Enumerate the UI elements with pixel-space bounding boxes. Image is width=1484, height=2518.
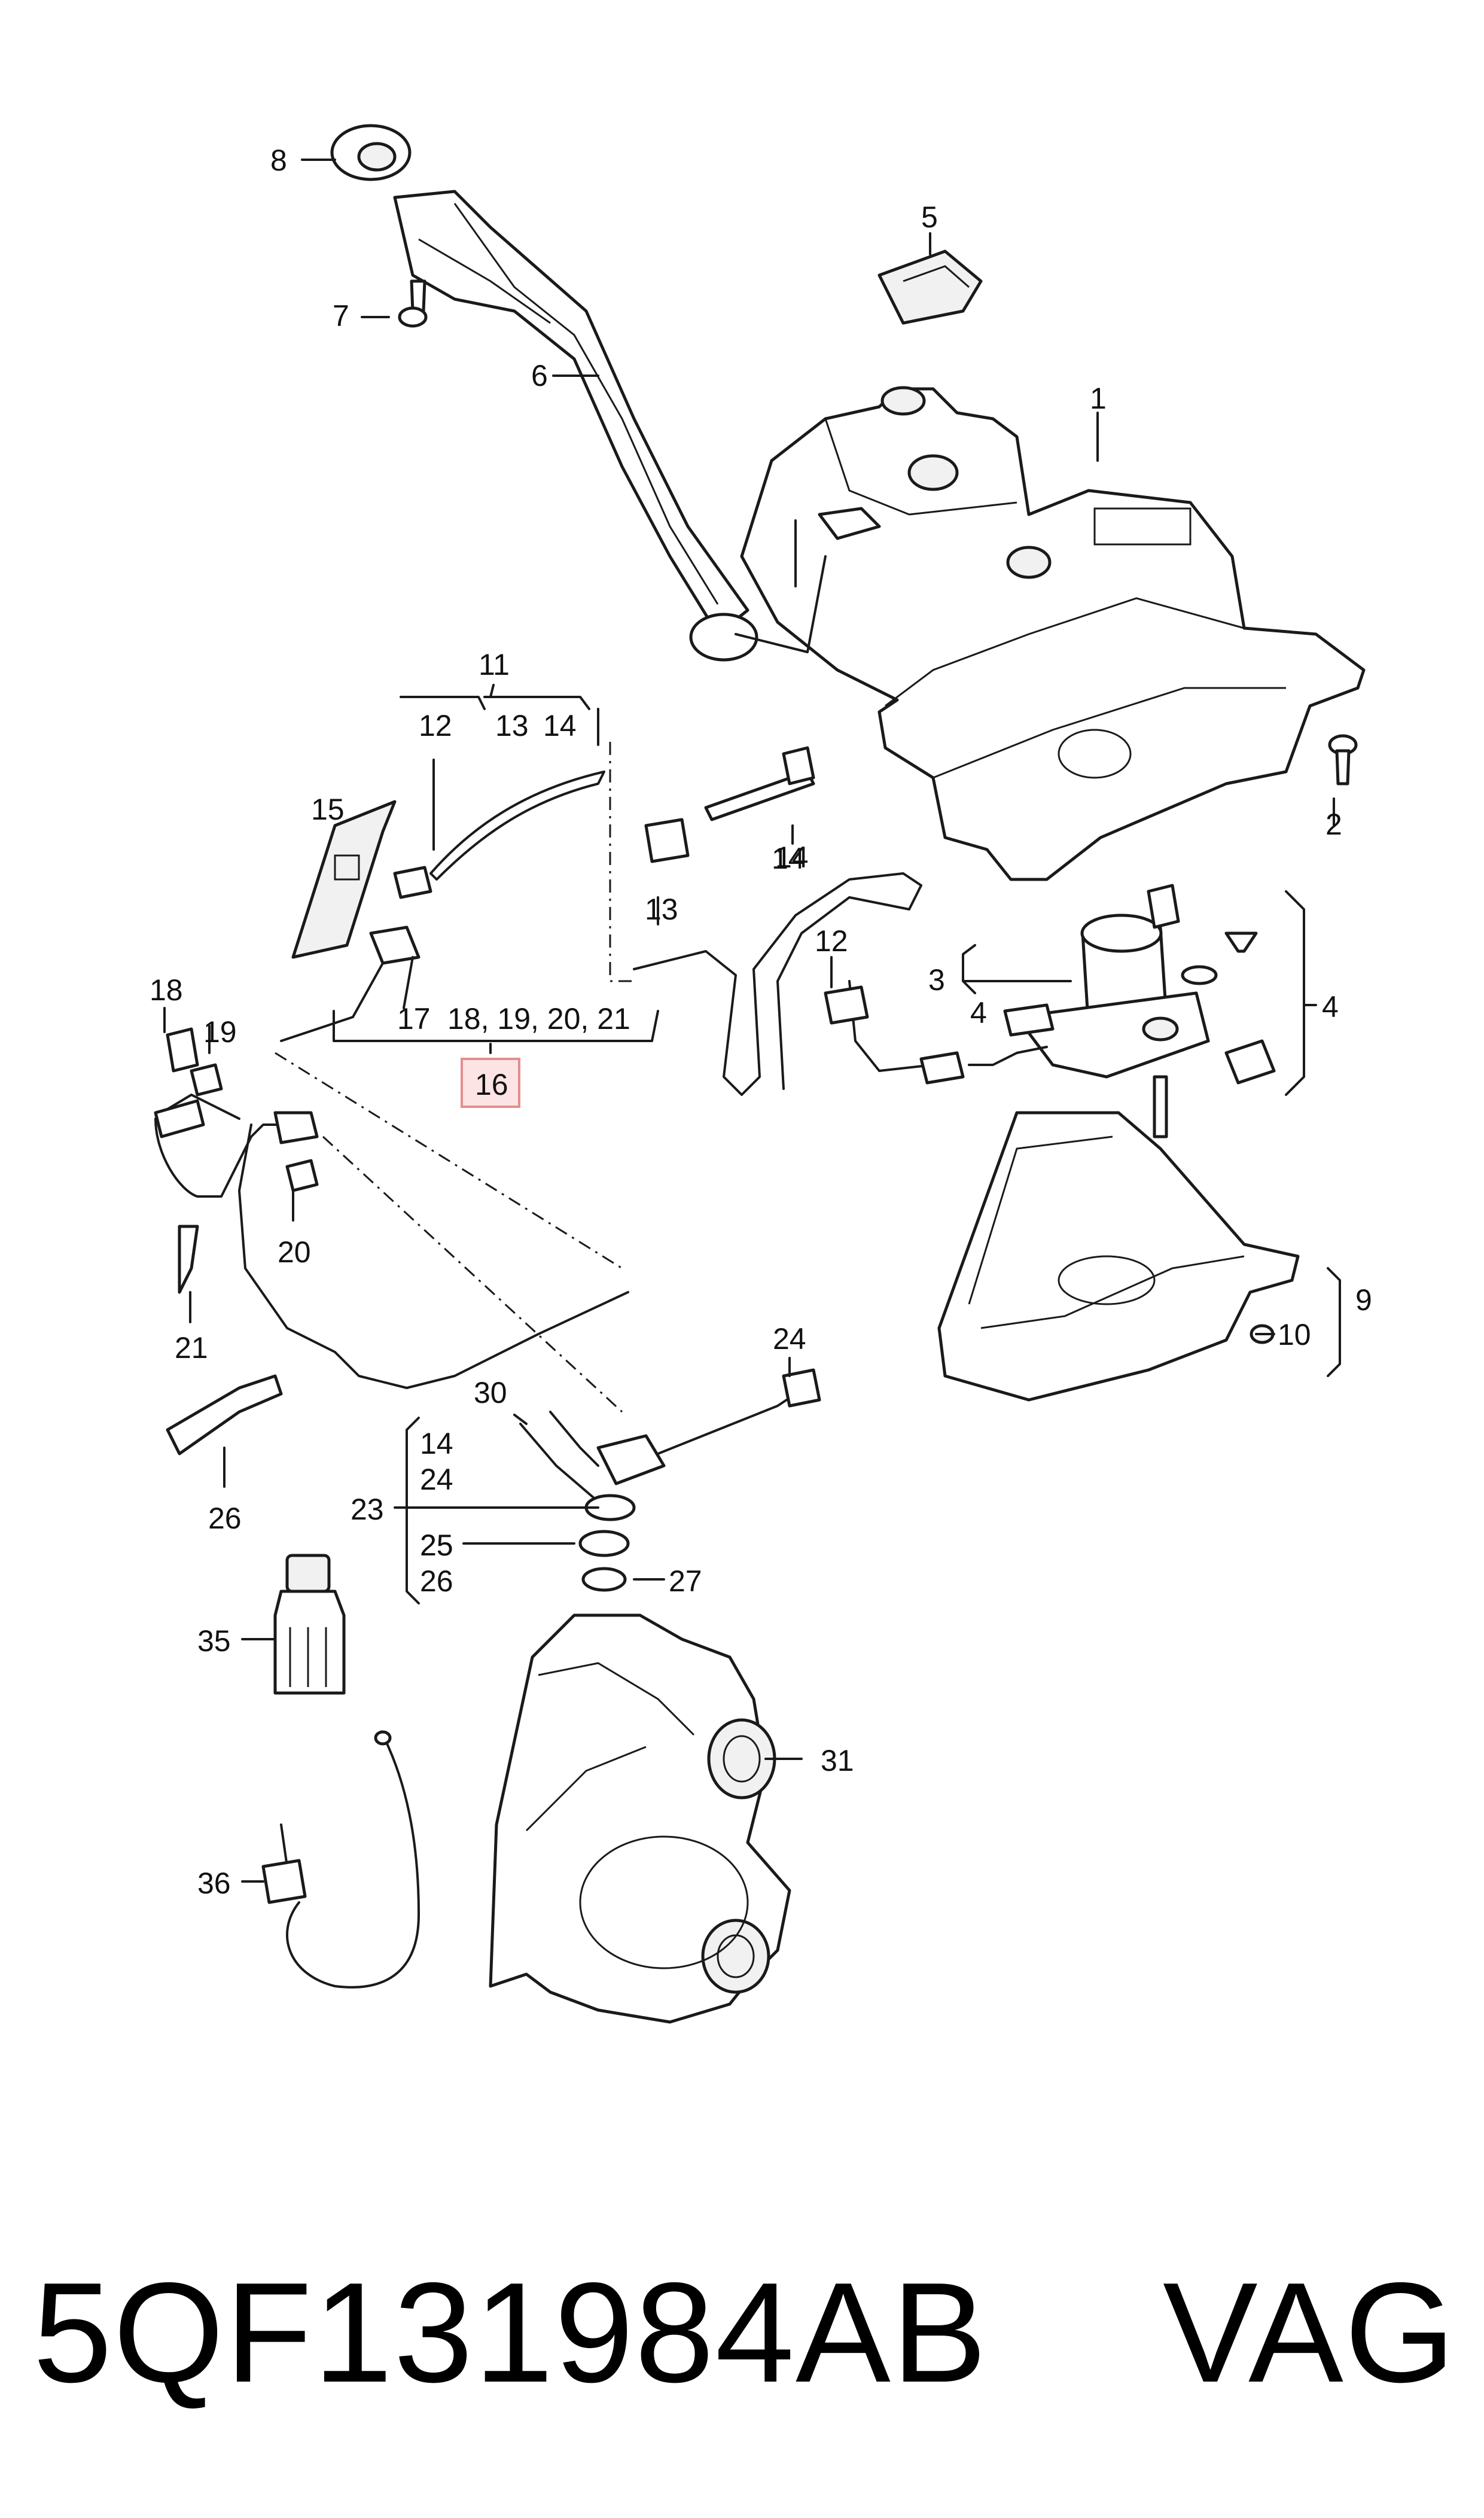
callout-15: 15 [311,793,345,826]
brand-name: VAG [1163,2254,1456,2412]
callout-10: 10 [1278,1318,1311,1351]
callout-4a: 4 [970,996,987,1030]
bolt-2 [1328,734,1358,785]
callout-26b: 26 [420,1564,453,1598]
callout-25a: 25 [420,1529,453,1562]
callout-13a: 13 [495,709,529,742]
callout-30: 30 [474,1376,507,1409]
highlight-box-16 [461,1058,520,1108]
callout-18: 18 [150,973,183,1007]
wire-harness-left [154,1027,629,1456]
callout-7: 7 [333,299,349,333]
callout-6: 6 [531,359,548,392]
callout-35: 35 [197,1624,231,1658]
callout-31: 31 [821,1744,854,1777]
callout-13b: 13 [645,893,678,926]
callout-20: 20 [278,1235,311,1269]
callout-25b: 25 [420,1529,453,1562]
callout-8: 8 [270,144,287,177]
callout-23: 23 [351,1493,384,1526]
callout-4b: 4 [1322,990,1339,1024]
probe-cable [261,1730,420,1989]
screw-7 [398,279,428,328]
part-number: 5QF131984AB [33,2254,988,2412]
callout-17: 17 [397,1002,431,1036]
callout-14b: 14 [772,842,805,875]
fluid-bottle [273,1554,346,1695]
callout-5: 5 [921,200,938,234]
callouts: 1 2 3 4 4 5 6 7 8 9 10 11 12 12 13 14 13… [150,144,1372,1900]
callout-11: 11 [479,648,510,681]
bracket-15 [291,800,397,959]
callout-12a: 12 [419,709,452,742]
callout-14d: 14 [420,1427,453,1460]
clip-14 [704,746,815,821]
callout-2: 2 [1325,808,1342,841]
callout-36: 36 [197,1867,231,1900]
fuel-tank [740,386,1366,881]
fuel-cap [330,124,412,181]
callout-24a: 24 [773,1322,806,1356]
callout-14a: 14 [543,709,577,742]
part-number-footer: 5QF131984AB VAG [33,2255,1456,2411]
underbody-guard [937,1111,1300,1402]
bracket-5 [877,249,983,325]
callout-26a: 26 [208,1502,242,1535]
callout-21: 21 [175,1331,208,1365]
filler-neck [351,127,758,662]
callout-27: 27 [669,1564,702,1598]
callout-9: 9 [1355,1283,1372,1317]
callout-12b: 12 [815,924,848,958]
scr-housing [489,1613,791,2024]
callout-1: 1 [1090,382,1107,415]
cable-harness [280,771,965,1096]
leader-dash-1 [275,742,634,1413]
callout-14c: 14 [775,841,809,874]
callout-16: 16 [475,1068,508,1101]
callout-24b: 24 [420,1463,453,1496]
callout-19: 19 [203,1015,237,1049]
callout-18-21: 18, 19, 20, 21 [447,1002,630,1036]
fuel-pump-module [968,884,1276,1138]
sensor-assembly [519,1368,821,1592]
callout-3: 3 [928,963,945,997]
leader-lines [163,159,1341,1883]
connector-13 [644,818,690,863]
tank-fitting [735,507,881,653]
